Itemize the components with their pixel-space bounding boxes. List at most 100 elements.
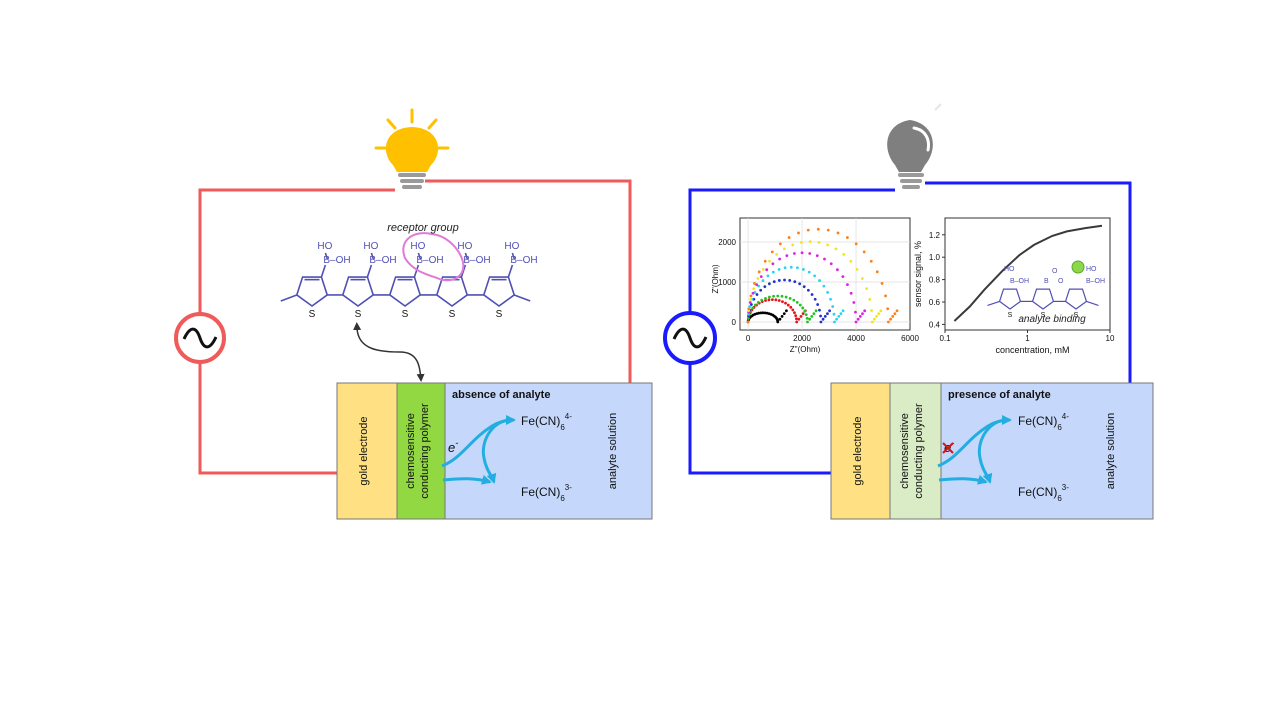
impedance-point-0-26 xyxy=(785,309,788,313)
impedance-point-3-12 xyxy=(788,279,792,282)
impedance-point-7-23 xyxy=(889,317,892,321)
impedance-ylabel: Z'(Ohm) xyxy=(711,264,720,293)
impedance-ytick-1: 1000 xyxy=(718,278,736,287)
impedance-point-4-21 xyxy=(832,312,836,316)
impedance-point-2-24 xyxy=(810,315,814,318)
impedance-point-2-18 xyxy=(801,306,805,310)
boronic-acid-label-2: B–OH xyxy=(416,255,443,266)
impedance-point-3-21 xyxy=(819,314,822,318)
impedance-point-6-19 xyxy=(865,287,869,291)
interaction-arrow xyxy=(353,322,425,382)
inset-boh-2: B–OH xyxy=(1086,278,1105,285)
impedance-point-4-11 xyxy=(789,265,793,269)
lightbulb-off-icon xyxy=(887,103,942,189)
impedance-point-6-9 xyxy=(791,243,795,247)
impedance-ytick-0: 0 xyxy=(732,318,737,327)
left-solution xyxy=(444,382,653,520)
impedance-point-3-15 xyxy=(802,285,806,289)
hydroxy-label-1: HO xyxy=(363,241,378,252)
impedance-point-4-19 xyxy=(829,297,832,301)
right-solution xyxy=(940,382,1154,520)
impedance-point-3-5 xyxy=(755,293,759,296)
left-gold-electrode xyxy=(336,382,398,520)
impedance-point-6-10 xyxy=(799,241,803,244)
impedance-point-6-4 xyxy=(756,277,760,280)
impedance-point-1-12 xyxy=(774,298,778,302)
impedance-point-4-12 xyxy=(796,266,799,270)
calibration-ylabel: sensor signal, % xyxy=(913,241,923,307)
impedance-point-0-22 xyxy=(776,320,780,324)
impedance-point-1-23 xyxy=(797,317,801,321)
impedance-point-5-14 xyxy=(823,257,826,261)
right-polymer-label-1: chemosensitive xyxy=(899,413,911,489)
impedance-point-7-4 xyxy=(757,270,761,274)
right-electrode-label: gold electrode xyxy=(852,416,864,485)
calibration-xtick-0: 0.1 xyxy=(939,334,951,343)
left-electron: e- xyxy=(448,438,458,455)
impedance-point-3-9 xyxy=(772,280,776,284)
calibration-curve xyxy=(953,224,1103,322)
impedance-point-0-25 xyxy=(782,312,786,315)
impedance-point-7-18 xyxy=(875,270,879,274)
inset-oxygen-1: O xyxy=(1058,278,1064,285)
impedance-point-5-22 xyxy=(854,320,858,324)
impedance-point-6-8 xyxy=(782,247,786,251)
impedance-point-1-22 xyxy=(795,320,799,324)
impedance-point-7-0 xyxy=(746,320,750,324)
impedance-point-6-17 xyxy=(855,267,859,271)
impedance-point-6-11 xyxy=(808,240,812,244)
blocked-cross-icon xyxy=(942,442,954,454)
impedance-point-4-24 xyxy=(837,315,841,318)
impedance-point-1-18 xyxy=(791,308,795,312)
impedance-point-3-20 xyxy=(818,308,821,312)
impedance-point-6-23 xyxy=(872,317,876,321)
impedance-point-4-17 xyxy=(822,284,826,288)
impedance-point-3-24 xyxy=(823,315,827,318)
impedance-point-5-5 xyxy=(759,275,763,279)
calibration-xlabel: concentration, mM xyxy=(995,345,1069,355)
impedance-point-2-23 xyxy=(808,317,812,321)
impedance-point-4-7 xyxy=(766,274,770,278)
impedance-point-6-22 xyxy=(870,320,874,324)
impedance-point-5-3 xyxy=(751,291,755,295)
impedance-xtick-2: 4000 xyxy=(847,334,865,343)
impedance-point-2-15 xyxy=(792,298,796,302)
impedance-point-6-26 xyxy=(879,309,883,313)
impedance-point-4-26 xyxy=(841,309,845,313)
right-circuit-wire xyxy=(688,181,1132,475)
left-electrode-label: gold electrode xyxy=(358,416,370,485)
impedance-xlabel: Z''(Ohm) xyxy=(790,345,821,354)
left-ac-source xyxy=(174,312,226,364)
impedance-point-2-11 xyxy=(776,294,780,298)
impedance-point-1-9 xyxy=(764,299,767,302)
inset-sulfur-2: S xyxy=(1074,312,1079,319)
impedance-point-4-16 xyxy=(818,279,821,282)
impedance-point-4-9 xyxy=(777,268,781,271)
calibration-ytick-1: 0.6 xyxy=(929,298,941,307)
inset-sulfur-1: S xyxy=(1041,312,1046,319)
sulfur-label-0: S xyxy=(309,309,316,320)
ho-bond-1 xyxy=(370,252,375,260)
left-ion-top: Fe(CN)64- xyxy=(521,412,572,432)
impedance-point-7-14 xyxy=(845,236,849,239)
inset-sulfur-0: S xyxy=(1008,312,1013,319)
calibration-xtick-2: 10 xyxy=(1106,334,1115,343)
impedance-point-5-2 xyxy=(748,301,752,304)
impedance-point-4-18 xyxy=(826,290,829,294)
impedance-point-1-15 xyxy=(784,301,787,305)
sulfur-label-2: S xyxy=(402,309,409,320)
impedance-point-3-13 xyxy=(793,280,797,284)
impedance-point-1-16 xyxy=(786,303,790,307)
impedance-point-6-12 xyxy=(817,241,821,244)
impedance-point-4-8 xyxy=(771,270,775,274)
impedance-point-7-26 xyxy=(895,309,899,313)
receptor-group-label: receptor group xyxy=(387,222,459,234)
impedance-point-2-4 xyxy=(751,306,755,310)
impedance-point-5-10 xyxy=(792,252,796,255)
impedance-point-0-12 xyxy=(763,311,767,315)
left-polymer-label-1: chemosensitive xyxy=(405,413,417,489)
impedance-point-3-19 xyxy=(816,303,820,306)
impedance-point-2-17 xyxy=(798,303,802,307)
left-ion-bottom: Fe(CN)63- xyxy=(521,483,572,503)
sulfur-label-3: S xyxy=(449,309,456,320)
